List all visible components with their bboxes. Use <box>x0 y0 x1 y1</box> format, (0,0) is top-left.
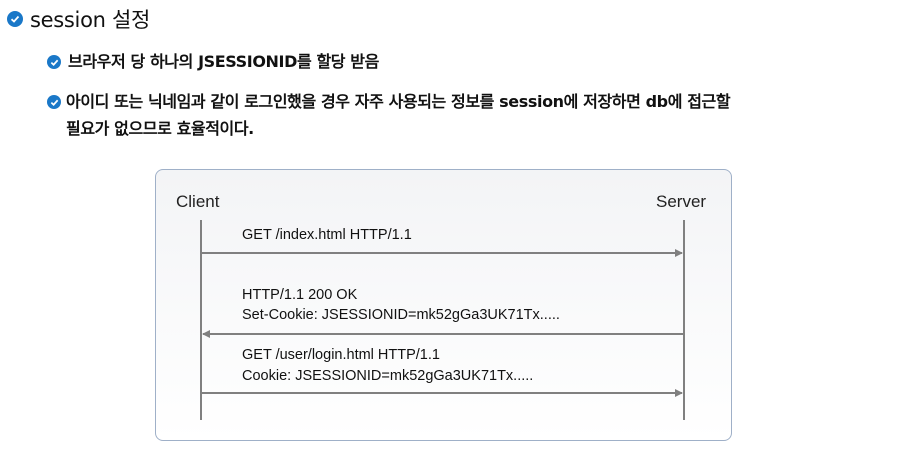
server-label: Server <box>656 192 707 211</box>
sequence-diagram-box <box>155 169 732 441</box>
message-3-line1: GET /user/login.html HTTP/1.1 <box>242 347 440 363</box>
message-1-line1: GET /index.html HTTP/1.1 <box>242 227 412 243</box>
message-2-line1: HTTP/1.1 200 OK <box>242 287 358 303</box>
bullet-text-2-line1: 아이디 또는 닉네임과 같이 로그인했을 경우 자주 사용되는 정보를 sess… <box>66 92 731 111</box>
check-circle-icon <box>47 95 61 109</box>
client-label: Client <box>176 192 220 211</box>
bullet-text-2-line2: 필요가 없으므로 효율적이다. <box>66 119 254 138</box>
check-circle-icon <box>7 11 23 27</box>
bullet-text-1: 브라우저 당 하나의 JSESSIONID를 할당 받음 <box>68 52 379 71</box>
check-circle-icon <box>47 55 61 69</box>
message-3-line2: Cookie: JSESSIONID=mk52gGa3UK71Tx..... <box>242 368 534 384</box>
message-2-line2: Set-Cookie: JSESSIONID=mk52gGa3UK71Tx...… <box>242 307 560 323</box>
page-title: session 설정 <box>30 8 151 32</box>
